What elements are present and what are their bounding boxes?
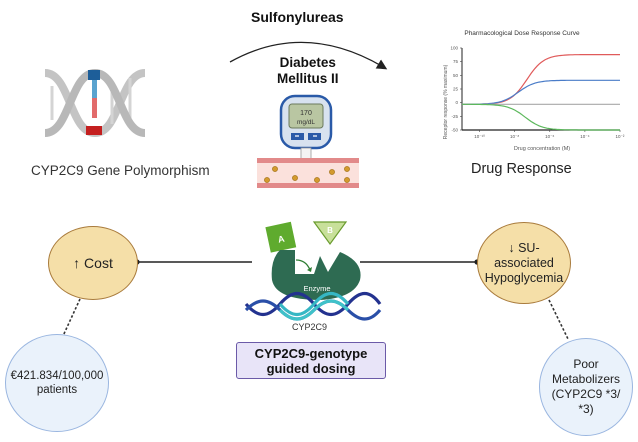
substrate-a: A bbox=[265, 221, 297, 253]
hypo-line-3: Hypoglycemia bbox=[484, 270, 564, 285]
substrate-b: B bbox=[312, 221, 348, 246]
cyp2c9-dna-helix bbox=[244, 291, 382, 321]
disease-line-1: Diabetes bbox=[279, 55, 336, 70]
chart-y-axis-label: Receptor response (% maximum) bbox=[443, 64, 449, 139]
cost-detail-value: €421.834/100,000 bbox=[10, 370, 104, 382]
hypoglycemia-outcome-node: ↓ SU- associated Hypoglycemia bbox=[477, 222, 571, 304]
enzyme-label: Enzyme bbox=[303, 284, 330, 293]
up-arrow-icon: ↑ bbox=[73, 254, 81, 271]
glucose-particles bbox=[264, 166, 350, 183]
cost-outcome-node: ↑ Cost bbox=[48, 226, 138, 300]
x-tick-label: 10⁻² bbox=[616, 134, 625, 139]
glucose-unit: mg/dL bbox=[297, 119, 315, 126]
y-tick-label: 75 bbox=[453, 59, 459, 64]
glucometer-illustration: 170 mg/dL bbox=[257, 94, 359, 188]
glucose-value: 170 bbox=[300, 110, 312, 117]
substrate-b-label: B bbox=[327, 226, 333, 235]
x-tick-label: 10⁻⁶ bbox=[545, 134, 554, 139]
y-tick-label: 25 bbox=[453, 87, 459, 92]
chart-x-axis-label: Drug concentration (M) bbox=[514, 146, 570, 152]
down-arrow-icon: ↓ bbox=[508, 240, 515, 255]
drug-response-label: Drug Response bbox=[471, 161, 572, 177]
dosing-line-1: CYP2C9-genotype bbox=[254, 345, 368, 361]
hypo-line-2: associated bbox=[494, 255, 554, 270]
x-tick-label: 10⁻¹⁰ bbox=[474, 134, 485, 139]
gene-polymorphism-label: CYP2C9 Gene Polymorphism bbox=[31, 163, 210, 178]
dotted-link-right bbox=[548, 299, 569, 340]
dna-polymorphism-icon bbox=[44, 68, 146, 138]
series-line-partial-agonist bbox=[462, 79, 620, 105]
cost-outcome-text: ↑ Cost bbox=[73, 254, 113, 271]
chart-title: Pharmacological Dose Response Curve bbox=[464, 30, 580, 37]
y-tick-label: 100 bbox=[450, 46, 458, 51]
disease-label: Diabetes Mellitus II bbox=[277, 55, 339, 87]
dosing-line-2: guided dosing bbox=[266, 360, 356, 376]
pm-line-1: Poor bbox=[573, 357, 599, 371]
drug-class-label: Sulfonylureas bbox=[251, 9, 344, 25]
y-tick-label: 0 bbox=[455, 100, 458, 105]
pm-line-2: Metabolizers bbox=[551, 372, 620, 386]
x-tick-label: 10⁻⁴ bbox=[580, 134, 589, 139]
hypo-line-1: SU- bbox=[518, 240, 540, 255]
genotype-guided-dosing-box: CYP2C9-genotype guided dosing bbox=[236, 342, 386, 379]
glucometer-screen bbox=[288, 103, 324, 129]
vessel-wall-top bbox=[257, 158, 359, 163]
pm-line-3: (CYP2C9 *3/ bbox=[551, 387, 621, 401]
vessel-wall-bottom bbox=[257, 183, 359, 188]
cost-detail-unit: patients bbox=[36, 384, 78, 396]
pm-line-4: *3) bbox=[578, 402, 594, 416]
poor-metabolizers-node: Poor Metabolizers (CYP2C9 *3/ *3) bbox=[539, 338, 633, 436]
vessel-lumen bbox=[257, 163, 359, 183]
substrate-a-label: A bbox=[277, 234, 286, 245]
cost-label: Cost bbox=[84, 254, 113, 271]
x-tick-label: 10⁻⁸ bbox=[510, 134, 519, 139]
dotted-link-left bbox=[62, 298, 81, 337]
dose-response-chart: Pharmacological Dose Response Curve Rece… bbox=[443, 30, 625, 152]
disease-line-2: Mellitus II bbox=[277, 71, 339, 86]
enzyme-illustration: A B Enzyme bbox=[244, 221, 382, 321]
y-tick-label: 50 bbox=[453, 73, 459, 78]
series-line-inverse-agonist bbox=[462, 103, 620, 131]
curved-arrow-icon bbox=[295, 259, 311, 271]
y-tick-label: -25 bbox=[451, 114, 458, 119]
cyp2c9-gene-label: CYP2C9 bbox=[292, 322, 328, 332]
enzyme-body bbox=[271, 250, 361, 300]
cost-detail-node: €421.834/100,000 patients bbox=[5, 334, 109, 432]
y-tick-label: -50 bbox=[451, 128, 458, 133]
sulfonylurea-arrow bbox=[229, 41, 388, 70]
